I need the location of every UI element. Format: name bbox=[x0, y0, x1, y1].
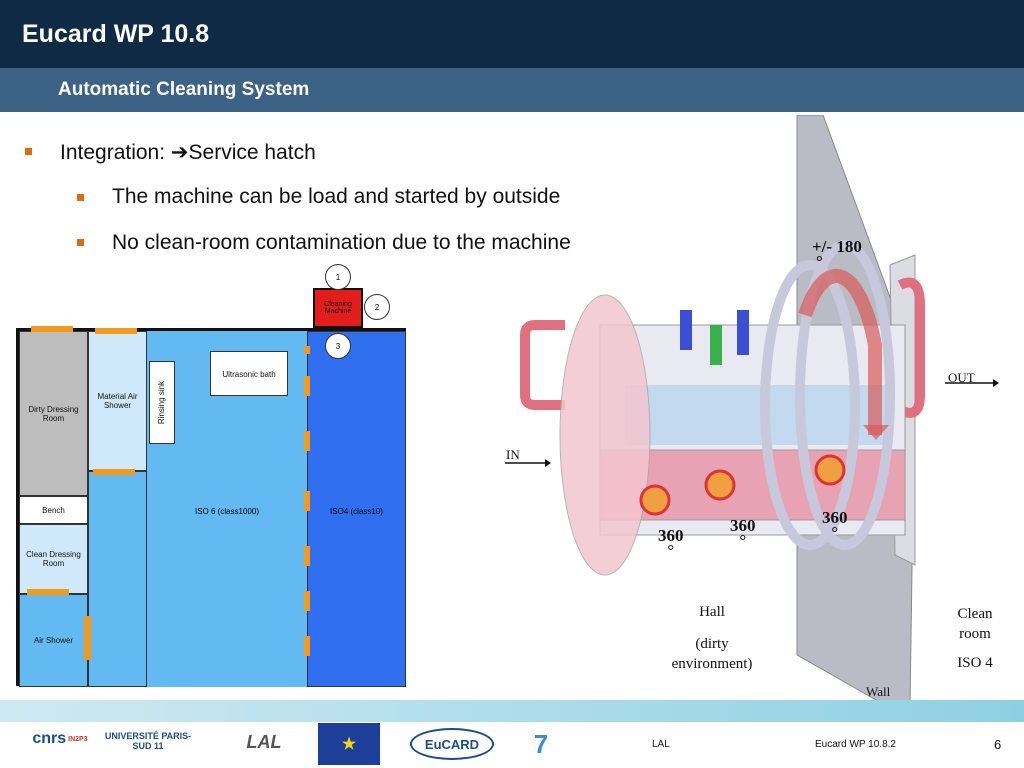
rotation-icon bbox=[814, 454, 846, 486]
right-handle bbox=[897, 277, 925, 418]
rotation-arrow-180 bbox=[798, 268, 882, 435]
ultrasonic-bath: Ultrasonic bath bbox=[210, 351, 288, 396]
rotation-360-value: 360 bbox=[822, 508, 848, 527]
eucard-logo: EuCARD bbox=[410, 728, 494, 760]
rotation-180-degree: ° bbox=[816, 252, 823, 271]
green-nozzle bbox=[710, 325, 722, 365]
machine-illustration bbox=[505, 115, 999, 705]
rotation-360-value: 360 bbox=[658, 526, 684, 545]
arrow-right-icon: ➔ bbox=[170, 141, 189, 164]
in-label: IN bbox=[506, 447, 520, 462]
iso4-zone bbox=[307, 331, 406, 687]
bullet-3: No clean-room contamination due to the m… bbox=[112, 231, 571, 254]
door bbox=[95, 328, 137, 334]
footer-band bbox=[0, 700, 1024, 722]
door bbox=[31, 326, 73, 332]
rotation-180-value: +/- 180 bbox=[812, 237, 862, 256]
page-number: 6 bbox=[994, 737, 1002, 752]
bullet-icon bbox=[77, 239, 84, 246]
hall-subtitle: (dirty environment) bbox=[671, 636, 753, 672]
upsud-logo: UNIVERSITÉ PARIS-SUD 11 bbox=[104, 731, 192, 751]
rotation-360-label-3: 360 ° bbox=[822, 508, 848, 542]
door bbox=[27, 589, 69, 595]
iso4-label: ISO4 (class10) bbox=[330, 507, 383, 516]
bullet-1-prefix: Integration: bbox=[60, 141, 171, 164]
out-arrowhead bbox=[993, 379, 999, 387]
rotation-arrowhead bbox=[863, 425, 889, 440]
middle-ring bbox=[760, 260, 860, 550]
clean-dressing-room: Clean Dressing Room bbox=[19, 524, 88, 594]
bullet-icon bbox=[25, 148, 32, 155]
lal-logo: LAL bbox=[246, 731, 282, 752]
door bbox=[304, 346, 310, 354]
bullet-1-suffix: Service hatch bbox=[188, 141, 316, 164]
machine-tray bbox=[625, 385, 885, 445]
rotation-360-degree: ° bbox=[739, 531, 747, 550]
blue-nozzle bbox=[737, 310, 749, 355]
left-handle bbox=[520, 320, 565, 410]
bullet-2: The machine can be load and started by o… bbox=[112, 185, 561, 208]
front-ring bbox=[559, 294, 651, 576]
floor-plan: Dirty Dressing Room Material Air Shower … bbox=[16, 326, 406, 687]
step-3-marker: 3 bbox=[325, 333, 351, 359]
in2p3-logo-text: IN2P3 bbox=[68, 735, 88, 743]
rotation-icon bbox=[704, 469, 736, 501]
title-bar bbox=[0, 0, 1024, 68]
rinsing-sink: Rinsing sink bbox=[149, 361, 175, 444]
rotation-360-degree: ° bbox=[831, 523, 839, 542]
hall-label: Hall bbox=[699, 604, 725, 620]
rotation-360-degree: ° bbox=[667, 541, 675, 560]
wall-label: Wall bbox=[866, 684, 891, 699]
door bbox=[304, 636, 310, 656]
door bbox=[84, 616, 91, 660]
step-1-marker: 1 bbox=[325, 264, 351, 290]
door bbox=[304, 591, 310, 611]
bench: Bench bbox=[19, 496, 88, 524]
rotation-180-label: +/- 180 ° bbox=[812, 237, 862, 271]
subtitle-bar bbox=[0, 68, 1024, 112]
material-air-shower: Material Air Shower bbox=[88, 331, 147, 471]
cleaning-machine: Cleaning Machine bbox=[313, 288, 363, 328]
rinsing-sink-label: Rinsing sink bbox=[157, 380, 167, 425]
fp7-logo: 7 bbox=[533, 728, 549, 759]
door bbox=[93, 469, 135, 475]
iso6-label: ISO 6 (class1000) bbox=[194, 507, 260, 516]
bullet-icon bbox=[77, 194, 84, 201]
door bbox=[304, 431, 310, 451]
cnrs-logo-text: cnrs bbox=[32, 730, 67, 747]
slide-title: Eucard WP 10.8 bbox=[22, 20, 210, 48]
blue-nozzle bbox=[680, 310, 692, 350]
eu-flag-logo: ★ bbox=[318, 723, 380, 765]
iso4-diagram-label: ISO 4 bbox=[957, 655, 993, 671]
footer-left: LAL bbox=[652, 739, 670, 750]
footer-center: Eucard WP 10.8.2 bbox=[815, 739, 896, 750]
air-shower: Air Shower bbox=[19, 594, 88, 687]
door bbox=[304, 546, 310, 566]
rear-ring bbox=[795, 240, 895, 550]
dirty-dressing-room: Dirty Dressing Room bbox=[19, 331, 88, 496]
rotation-icon bbox=[639, 484, 671, 516]
rotation-360-label-1: 360 ° bbox=[658, 526, 684, 560]
in-arrowhead bbox=[545, 459, 551, 467]
door bbox=[304, 376, 310, 396]
rotation-360-label-2: 360 ° bbox=[730, 516, 756, 550]
bullet-1: Integration: ➔Service hatch bbox=[60, 140, 316, 165]
door bbox=[304, 491, 310, 511]
rotation-360-value: 360 bbox=[730, 516, 756, 535]
corridor bbox=[88, 471, 147, 687]
step-2-marker: 2 bbox=[364, 294, 390, 320]
clean-room-label: Clean room bbox=[957, 606, 993, 642]
out-label: OUT bbox=[948, 370, 975, 385]
slide-subtitle: Automatic Cleaning System bbox=[58, 79, 310, 100]
